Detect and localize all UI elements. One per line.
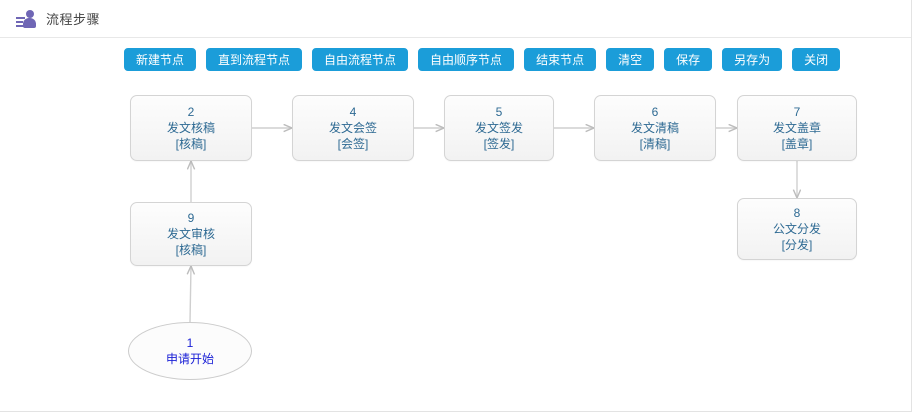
node-role: [核稿] <box>175 137 207 151</box>
toolbar: 新建节点直到流程节点自由流程节点自由顺序节点结束节点清空保存另存为关闭 <box>124 48 841 71</box>
node-id: 5 <box>495 105 503 119</box>
node-name: 发文盖章 <box>772 121 821 135</box>
direct-flow-node-button[interactable]: 直到流程节点 <box>206 48 303 71</box>
end-node-button[interactable]: 结束节点 <box>524 48 597 71</box>
new-node-button[interactable]: 新建节点 <box>124 48 197 71</box>
node-role: [分发] <box>781 238 813 252</box>
save-button[interactable]: 保存 <box>664 48 713 71</box>
connector-n1-n9 <box>190 266 191 323</box>
close-button[interactable]: 关闭 <box>792 48 841 71</box>
page-title: 流程步骤 <box>46 12 101 27</box>
node-id: 6 <box>651 105 659 119</box>
flow-node-6[interactable]: 6 发文清稿 [清稿] <box>594 95 716 161</box>
save-as-button[interactable]: 另存为 <box>722 48 783 71</box>
flow-node-7[interactable]: 7 发文盖章 [盖章] <box>737 95 857 161</box>
flow-canvas[interactable]: 2 发文核稿 [核稿] 4 发文会签 [会签] 5 发文签发 [签发] 6 发文清稿 [清稿] 7 发文盖… <box>0 80 911 411</box>
node-role: [盖章] <box>781 137 813 151</box>
node-id: 2 <box>187 105 195 119</box>
node-id: 8 <box>793 206 801 220</box>
free-order-node-button[interactable]: 自由顺序节点 <box>418 48 515 71</box>
user-list-icon <box>16 8 36 30</box>
node-id: 7 <box>793 105 801 119</box>
flow-node-2[interactable]: 2 发文核稿 [核稿] <box>130 95 252 161</box>
node-id: 4 <box>349 105 357 119</box>
free-flow-node-button[interactable]: 自由流程节点 <box>312 48 409 71</box>
node-role: [核稿] <box>175 243 207 257</box>
node-name: 申请开始 <box>165 352 214 366</box>
node-id: 1 <box>186 336 194 350</box>
node-name: 发文审核 <box>166 227 215 241</box>
node-role: [签发] <box>483 137 515 151</box>
node-name: 发文签发 <box>474 121 523 135</box>
flow-node-4[interactable]: 4 发文会签 [会签] <box>292 95 414 161</box>
clear-button[interactable]: 清空 <box>606 48 655 71</box>
node-name: 公文分发 <box>772 222 821 236</box>
node-role: [会签] <box>337 137 369 151</box>
node-role: [清稿] <box>639 137 671 151</box>
flow-node-5[interactable]: 5 发文签发 [签发] <box>444 95 554 161</box>
node-id: 9 <box>187 211 195 225</box>
flow-node-1[interactable]: 1 申请开始 <box>128 322 252 380</box>
panel-header: 流程步骤 <box>0 0 911 38</box>
node-name: 发文会签 <box>328 121 377 135</box>
flow-node-8[interactable]: 8 公文分发 [分发] <box>737 198 857 260</box>
flow-node-9[interactable]: 9 发文审核 [核稿] <box>130 202 252 266</box>
node-name: 发文清稿 <box>630 121 679 135</box>
node-name: 发文核稿 <box>166 121 215 135</box>
